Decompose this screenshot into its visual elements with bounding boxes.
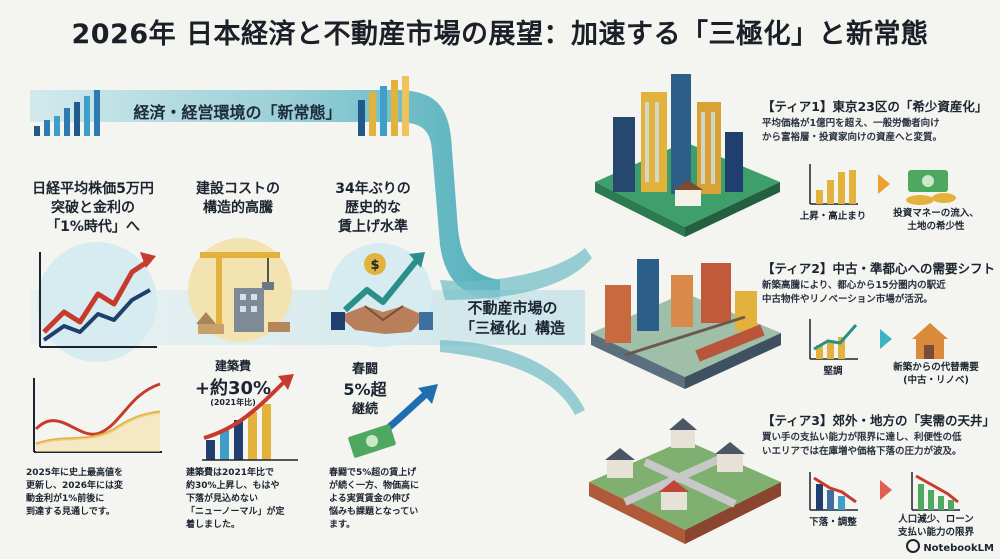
tier3-caption-trend: 下落・調整 — [809, 517, 857, 528]
col1-heading-line: 突破と金利の — [51, 200, 135, 216]
market-structure-label: 不動産市場の 「三極化」構造 — [459, 299, 565, 337]
money-arrow-icon — [348, 384, 438, 458]
tier1-heading: 【ティア1】東京23区の「希少資産化」 — [762, 99, 988, 114]
tier3-suburb-icon — [589, 418, 781, 544]
tier2-caption-drivers: 新築からの代替需要 (中古・リノベ) — [893, 362, 979, 386]
col1-heading-line: 日経平均株価5万円 — [32, 181, 154, 197]
col1-body: 2025年に史上最高値を 更新し、2026年には変 動金利が1%前後に 到達する… — [26, 468, 124, 517]
tier1-caption-trend: 上昇・高止まり — [799, 211, 867, 222]
col3-body: 春闘で5%超の賃上げ が続く一方、物価高に よる実質賃金の伸び 悩みも課題となっ… — [329, 468, 420, 530]
handshake-wage-icon: $ — [328, 243, 433, 347]
col1-heading: 日経平均株価5万円 突破と金利の 「1%時代」へ — [18, 180, 168, 237]
stock-chart-icon — [37, 242, 157, 362]
crane-construction-icon — [188, 238, 292, 342]
tier3-desc: 買い手の支払い能力が限界に達し、利便性の低 いエリアでは在庫増や価格下落の圧力が… — [762, 432, 962, 457]
page-title: 2026年 日本経済と不動産市場の展望：加速する「三極化」と新常態 — [71, 19, 929, 50]
badge-label: NotebookLM — [923, 543, 994, 554]
svg-text:$: $ — [370, 258, 379, 273]
construction-stat-label: 建築費 — [214, 359, 251, 373]
tier2-caption-trend: 堅調 — [823, 366, 843, 377]
tier3-chart-icons — [809, 472, 960, 511]
tier2-district-icon — [591, 259, 781, 389]
construction-stat-value: +約30% — [194, 378, 272, 399]
tier3-caption-drivers: 人口減少、ローン 支払い能力の限界 — [897, 514, 974, 538]
banner-label: 経済・経営環境の「新常態」 — [133, 103, 342, 122]
tier2-heading: 【ティア2】中古・準都心への需要シフト — [762, 261, 995, 276]
construction-stat-note: (2021年比) — [210, 398, 256, 407]
col2-body: 建築費は2021年比で 約30%上昇し、もはや 下落が見込めない 「ニューノーマ… — [186, 468, 285, 530]
notebooklm-logo-icon — [906, 539, 921, 553]
rate-curve-icon — [33, 378, 162, 453]
construction-bar-chart-icon — [202, 374, 298, 461]
tier1-chart-icons — [809, 164, 956, 205]
tier1-desc: 平均価格が1億円を超え、一般労働者向け から富裕層・投資家向けの資産へと変質。 — [762, 118, 943, 143]
banner-bars-right-icon — [358, 76, 409, 136]
tier1-city-icon — [595, 74, 780, 237]
tier2-desc: 新築高騰により、都心から15分圏内の駅近 中古物件やリノベーション市場が活況。 — [762, 280, 946, 305]
col2-heading: 建設コストの 構造的高騰 — [196, 181, 280, 216]
tier3-heading: 【ティア3】郊外・地方の「実需の天井」 — [762, 413, 995, 428]
tier2-chart-icons — [809, 319, 948, 360]
wage-stat: 春闘 5%超 継続 — [343, 362, 387, 417]
banner-bars-left-icon — [34, 90, 100, 136]
col3-heading: 34年ぶりの 歴史的な 賃上げ水準 — [335, 181, 411, 235]
col1-heading-line: 「1%時代」へ — [46, 219, 140, 235]
notebooklm-badge: NotebookLM — [906, 539, 994, 554]
tier1-caption-drivers: 投資マネーの流入、 土地の希少性 — [893, 208, 979, 232]
